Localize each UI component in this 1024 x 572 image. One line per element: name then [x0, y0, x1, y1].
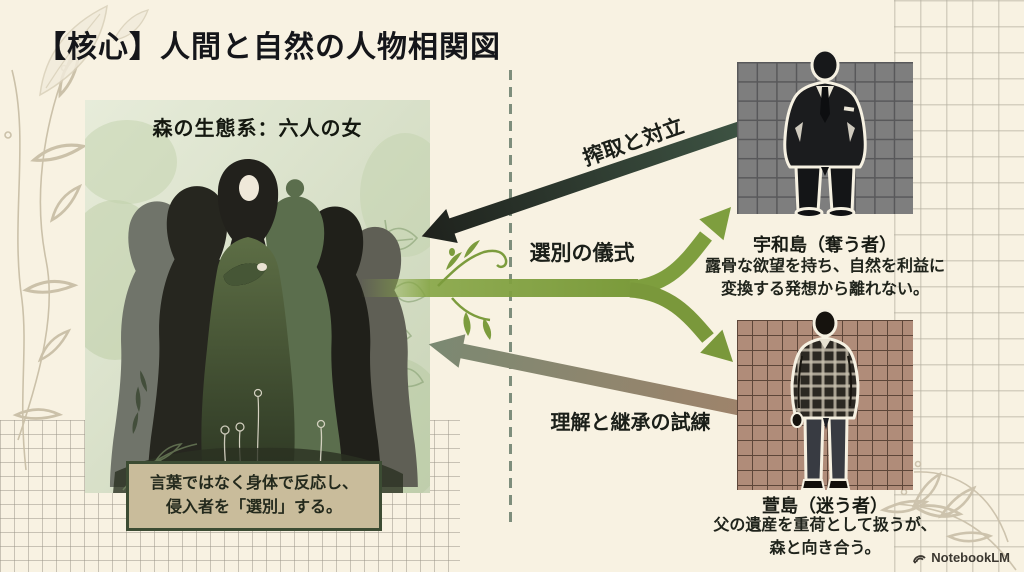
- uwajima-name: 宇和島（奪う者）: [753, 235, 897, 255]
- watermark: NotebookLM: [912, 550, 1010, 565]
- page-title: 【核心】人間と自然の人物相関図: [36, 31, 501, 64]
- watermark-text: NotebookLM: [931, 550, 1010, 565]
- caption-line-1: 言葉ではなく身体で反応し、: [149, 475, 358, 492]
- caption-line-2: 侵入者を「選別」する。: [165, 499, 342, 516]
- relation-label-ritual: 選別の儀式: [529, 242, 635, 265]
- kayashima-portrait-panel: [737, 308, 913, 490]
- kayashima-desc-line-1: 父の遺産を重荷として扱うが、: [713, 517, 937, 534]
- relation-label-exploit: 搾取と対立: [580, 114, 687, 171]
- relation-label-trial: 理解と継承の試練: [550, 412, 711, 434]
- uwajima-silhouette: [783, 48, 867, 219]
- dashed-divider: [509, 70, 512, 522]
- forest-artwork: [85, 100, 430, 493]
- kayashima-description: 父の遺産を重荷として扱うが、 森と向き合う。: [672, 514, 978, 560]
- uwajima-description: 露骨な欲望を持ち、自然を利益に 変換する発想から離れない。: [690, 255, 960, 301]
- exploit-arrow: [421, 116, 759, 243]
- kayashima-silhouette: [790, 308, 860, 490]
- uwajima-desc-line-1: 露骨な欲望を持ち、自然を利益に: [704, 258, 945, 275]
- notebooklm-logo-icon: [913, 555, 926, 564]
- kayashima-desc-line-2: 森と向き合う。: [769, 540, 881, 558]
- forest-caption-box: 言葉ではなく身体で反応し、 侵入者を「選別」する。: [126, 461, 382, 531]
- forest-label: 森の生態系：六人の女: [152, 118, 363, 140]
- uwajima-desc-line-2: 変換する発想から離れない。: [720, 281, 929, 299]
- uwajima-portrait-panel: [737, 48, 913, 219]
- kayashima-name: 萱島（迷う者）: [762, 496, 888, 516]
